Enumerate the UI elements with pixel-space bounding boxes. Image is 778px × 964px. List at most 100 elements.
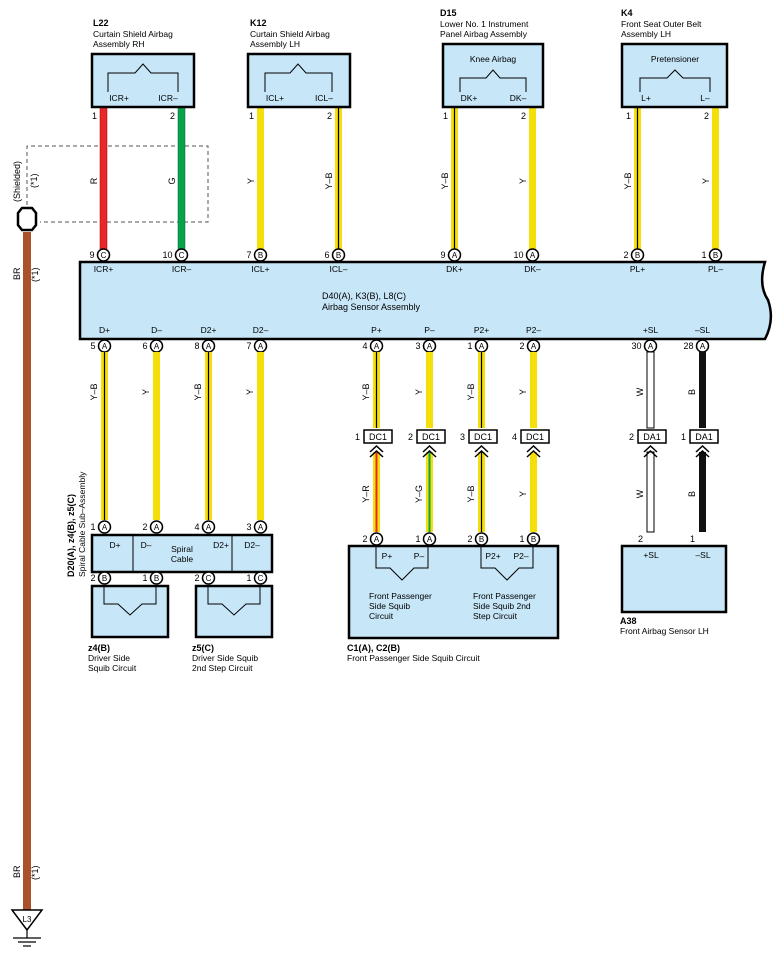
pin-connector: A	[374, 342, 380, 351]
squib-z4: z4(B) Driver Side Squib Circuit	[88, 584, 170, 673]
junction-label: DC1	[526, 432, 544, 442]
pin-connector: B	[531, 535, 536, 544]
component-name: Curtain Shield Airbag	[93, 29, 173, 39]
pin-connector: A	[258, 342, 264, 351]
pin-connector: A	[427, 342, 433, 351]
component-title: Knee Airbag	[470, 54, 517, 64]
passenger-right: Side Squib 2nd	[473, 601, 531, 611]
pin-label: DK–	[524, 264, 541, 274]
pin-connector: A	[427, 535, 433, 544]
spiral-center: Spiral	[171, 544, 193, 554]
sensor-bottom-pin: A28–SL	[683, 325, 710, 353]
pin-number: 2	[467, 534, 472, 544]
pin-connector: A	[154, 342, 160, 351]
passenger-pin: A2	[362, 532, 384, 546]
front-airbag-sensor-lh: 2 1 +SL –SL A38 Front Airbag Sensor LH	[620, 534, 728, 636]
pin-number: 2	[90, 573, 95, 583]
passenger-squib: P+ P– P2+ P2– Front Passenger Side Squib…	[347, 532, 560, 663]
pin-number: 1	[467, 341, 472, 351]
pin-label: ICL+	[251, 264, 269, 274]
pin-label: P2–	[526, 325, 541, 335]
pin-connector: C	[258, 574, 264, 583]
squib-name: Driver Side Squib	[192, 653, 258, 663]
wire-color-label: Y–B	[193, 383, 203, 400]
pin-number: 3	[415, 341, 420, 351]
pin-connector: A	[206, 342, 212, 351]
pin-number: 2	[623, 250, 628, 260]
wire-color-label: G	[167, 177, 177, 184]
pin-connector: B	[713, 251, 718, 260]
spiral-bottom-pin: B2	[90, 571, 112, 585]
pin-number: 30	[631, 341, 641, 351]
junction-connectors: 1 DC1 2 DC1 3 DC1 4 DC1 2 DA1 1 DA1	[355, 429, 719, 444]
wire-color-label: B	[687, 491, 697, 497]
passenger-left: Circuit	[369, 611, 394, 621]
junction-pin: 4	[512, 432, 517, 442]
squib-code: z5(C)	[192, 643, 214, 653]
component-name: Assembly LH	[250, 39, 300, 49]
pin-number: 1	[519, 534, 524, 544]
pin-number: 10	[513, 250, 523, 260]
wire-color-label: Y–G	[414, 485, 424, 503]
spiral-bottom-pin: B1	[142, 571, 164, 585]
pin-connector: A	[374, 535, 380, 544]
pin-label: P–	[424, 325, 435, 335]
spiral-bottom-pin: C1	[246, 571, 268, 585]
pin-connector: A	[648, 342, 654, 351]
pin-number: 1	[142, 573, 147, 583]
passenger-pin: B1	[519, 532, 541, 546]
pin-connector: B	[479, 535, 484, 544]
spiral-terminal: D2+	[213, 540, 229, 550]
passenger-terminal: P–	[414, 551, 425, 561]
pin-number: 9	[89, 250, 94, 260]
pin-connector: A	[452, 251, 458, 260]
pin-number: 7	[246, 341, 251, 351]
pin-label: PL+	[630, 264, 645, 274]
pin-number: 10	[162, 250, 172, 260]
component-code: K4	[621, 8, 633, 18]
pin-number: 1	[415, 534, 420, 544]
component-name: Assembly RH	[93, 39, 144, 49]
pin-label: D2–	[253, 325, 269, 335]
pin-connector: B	[154, 574, 159, 583]
pin-label: L+	[641, 93, 651, 103]
spiral-bottom-pin: C2	[194, 571, 216, 585]
pin-label: ICR–	[158, 93, 178, 103]
shield-wire-color-bottom: BR	[12, 865, 22, 878]
pin-connector: B	[258, 251, 263, 260]
pin-label: P+	[371, 325, 382, 335]
spiral-top-pin: A3	[246, 520, 268, 534]
junction-pin: 2	[408, 432, 413, 442]
lower-wires: Y–B Y Y–B Y Y–B Y Y–B Y W B Y–R Y–G Y–B …	[89, 351, 710, 533]
top-wire-upper-pin: 2	[327, 111, 332, 121]
pin-label: ICL–	[315, 93, 333, 103]
pin-label: D2+	[201, 325, 217, 335]
pin-label: ICR–	[172, 264, 192, 274]
wire-color-label: Y	[246, 178, 256, 184]
junction-label: DC1	[369, 432, 387, 442]
pin-number: 2	[194, 573, 199, 583]
pin-number: 2	[142, 522, 147, 532]
sensor-bottom-pins: A5D+A6D–A8D2+A7D2–A4P+A3P–A1P2+A2P2–A30+…	[90, 325, 710, 353]
spiral-name: Spiral Cable Sub–Assembly	[77, 471, 87, 577]
pin-label: ICR+	[109, 93, 129, 103]
top-wire-upper-pin: 1	[249, 111, 254, 121]
passenger-left: Side Squib	[369, 601, 410, 611]
wire-color-label: Y	[518, 178, 528, 184]
pin-label: ICR+	[94, 264, 114, 274]
wire-color-label: B	[687, 389, 697, 395]
sensor-top-pins: C9ICR+C10ICR–B7ICL+B6ICL–A9DK+A10DK–B2PL…	[89, 248, 723, 274]
pin-number: 1	[246, 573, 251, 583]
wire-color-label: Y	[518, 389, 528, 395]
junction-pin: 1	[681, 432, 686, 442]
wire-color-label: Y	[141, 389, 151, 395]
spiral-terminal: D2–	[244, 540, 260, 550]
spiral-terminal: D–	[141, 540, 152, 550]
passenger-pin: B2	[467, 532, 489, 546]
